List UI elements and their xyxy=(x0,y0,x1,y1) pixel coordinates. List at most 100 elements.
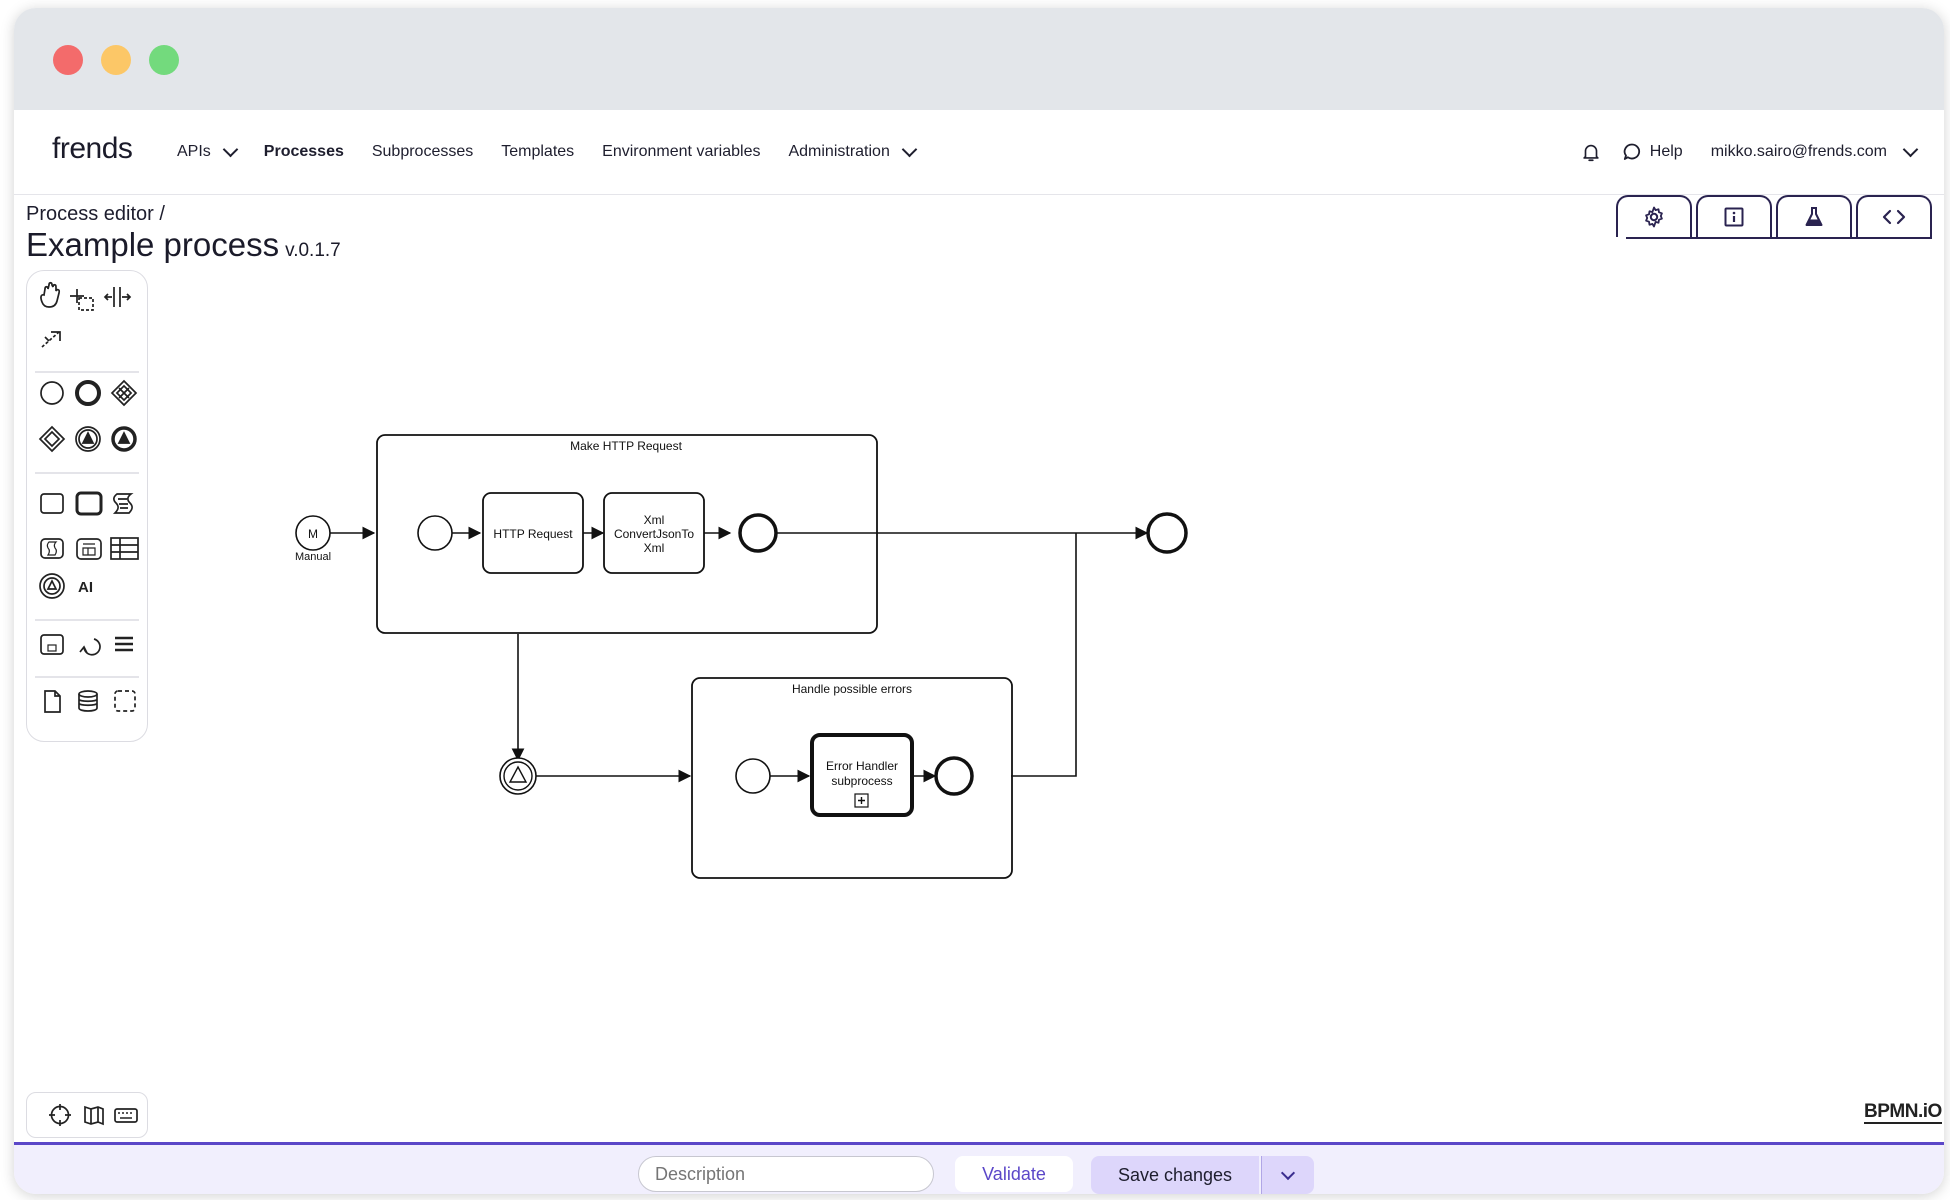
task-label: HTTP Request xyxy=(493,527,573,541)
nav-apis-label: APIs xyxy=(177,143,211,160)
error-intermediate-event[interactable] xyxy=(499,757,537,795)
tab-info[interactable] xyxy=(1696,195,1772,237)
map-icon[interactable] xyxy=(84,1105,104,1126)
app-window: frends APIs Processes Subprocesses Templ… xyxy=(14,8,1944,1194)
nav-right: Help mikko.sairo@frends.com xyxy=(1580,110,1919,194)
subprocess-title: Make HTTP Request xyxy=(570,439,682,453)
keyboard-icon[interactable] xyxy=(114,1108,138,1123)
save-options-dropdown[interactable] xyxy=(1261,1156,1314,1194)
nav-administration-label: Administration xyxy=(788,143,890,160)
tab-underline xyxy=(1626,237,1932,239)
nav-templates-label: Templates xyxy=(501,143,575,160)
palette-tools: AI xyxy=(35,281,139,713)
description-input[interactable] xyxy=(638,1156,934,1192)
task-label: Xml xyxy=(644,541,665,555)
flask-icon xyxy=(1805,207,1823,226)
data-store-tool-icon[interactable] xyxy=(78,690,98,712)
maximize-window-button[interactable] xyxy=(149,45,179,75)
tab-test[interactable] xyxy=(1776,195,1852,237)
minimize-window-button[interactable] xyxy=(101,45,131,75)
footer-bar: Validate Save changes xyxy=(14,1142,1944,1194)
bell-icon[interactable] xyxy=(1580,141,1602,163)
call-activity-error-handler[interactable]: Error Handler subprocess xyxy=(810,733,914,817)
gear-icon xyxy=(1645,206,1663,228)
global-connect-tool-icon[interactable] xyxy=(41,331,61,348)
start-event-marker: M xyxy=(308,527,318,541)
manual-start-event[interactable]: M Manual xyxy=(295,515,331,563)
main-nav: APIs Processes Subprocesses Templates En… xyxy=(177,110,943,194)
tab-code[interactable] xyxy=(1856,195,1932,237)
nav-environment-variables[interactable]: Environment variables xyxy=(602,143,760,161)
group-tool-icon[interactable] xyxy=(114,690,136,712)
end-event-tool-icon[interactable] xyxy=(75,380,101,406)
nav-environment-variables-label: Environment variables xyxy=(602,143,761,160)
data-object-tool-icon[interactable] xyxy=(44,690,61,713)
nav-templates[interactable]: Templates xyxy=(501,143,574,161)
task-http-request[interactable]: HTTP Request xyxy=(482,492,584,574)
info-icon xyxy=(1724,207,1744,227)
start-event-label: Manual xyxy=(295,551,331,563)
menu-tool-icon[interactable] xyxy=(115,636,133,652)
subprocess-make-http-request[interactable]: Make HTTP Request xyxy=(376,434,878,634)
nav-subprocesses[interactable]: Subprocesses xyxy=(372,143,473,161)
call-activity-tool-icon[interactable] xyxy=(39,573,65,599)
breadcrumb[interactable]: Process editor / xyxy=(26,203,165,225)
task-label: ConvertJsonTo xyxy=(614,527,694,541)
canvas-bottom-tools xyxy=(26,1092,148,1138)
user-menu[interactable]: mikko.sairo@frends.com xyxy=(1710,141,1919,161)
save-changes-button[interactable]: Save changes xyxy=(1091,1156,1259,1194)
inner-end-event[interactable] xyxy=(934,756,974,796)
nav-processes-label: Processes xyxy=(263,143,344,160)
nav-processes[interactable]: Processes xyxy=(264,143,344,161)
user-email: mikko.sairo@frends.com xyxy=(1710,143,1887,160)
bpmn-io-watermark[interactable]: BPMN.iO xyxy=(1864,1101,1942,1124)
exclusive-gateway-tool-icon[interactable] xyxy=(110,379,138,407)
signal-end-event-tool-icon[interactable] xyxy=(111,426,137,452)
close-window-button[interactable] xyxy=(53,45,83,75)
end-event[interactable] xyxy=(1146,512,1188,554)
nav-administration[interactable]: Administration xyxy=(788,141,918,161)
form-task-tool-icon[interactable] xyxy=(76,538,102,560)
frends-logo[interactable]: frends xyxy=(52,132,133,165)
tool-palette: AI xyxy=(26,270,148,742)
loop-tool-icon[interactable] xyxy=(79,638,101,656)
gateway-tool-icon[interactable] xyxy=(38,425,66,453)
bottom-tools-icons xyxy=(49,1104,138,1126)
help-link[interactable]: Help xyxy=(1622,142,1683,162)
script-tool-icon[interactable] xyxy=(40,538,64,559)
subprocess-collapsed-tool-icon[interactable] xyxy=(40,634,64,655)
code-icon xyxy=(1882,209,1906,225)
lasso-tool-icon[interactable] xyxy=(70,289,94,311)
bpmn-canvas: M Manual Make HTTP Request HTTP Request … xyxy=(295,434,1188,879)
tab-settings[interactable] xyxy=(1616,195,1692,237)
start-event-tool-icon[interactable] xyxy=(40,381,64,405)
subprocess-title: Handle possible errors xyxy=(792,682,912,696)
script-task-tool-icon[interactable] xyxy=(112,493,134,514)
task-label: subprocess xyxy=(831,774,892,788)
ai-tool-icon[interactable]: AI xyxy=(78,579,93,596)
task-label: Error Handler xyxy=(826,759,898,773)
subprocess-handle-possible-errors[interactable]: Handle possible errors xyxy=(691,677,1013,879)
center-view-icon[interactable] xyxy=(49,1104,71,1126)
task-label: Xml xyxy=(644,513,665,527)
task-tool-icon[interactable] xyxy=(40,493,64,514)
table-tool-icon[interactable] xyxy=(110,537,139,560)
process-name: Example process xyxy=(26,226,280,263)
intermediate-throw-event-tool-icon[interactable] xyxy=(75,426,101,452)
space-tool-icon[interactable] xyxy=(103,287,132,307)
sequence-flow[interactable] xyxy=(1011,533,1077,777)
task-xml-convert[interactable]: Xml ConvertJsonTo Xml xyxy=(603,492,705,574)
title-bar xyxy=(14,8,1944,110)
expand-marker-icon xyxy=(854,793,869,808)
inner-start-event[interactable] xyxy=(417,515,453,551)
inner-start-event[interactable] xyxy=(735,758,771,794)
inner-end-event[interactable] xyxy=(738,513,778,553)
nav-apis[interactable]: APIs xyxy=(177,141,239,161)
chevron-down-icon xyxy=(1280,1165,1296,1180)
hand-tool-icon[interactable] xyxy=(40,281,61,308)
help-icon xyxy=(1623,143,1640,160)
validate-button[interactable]: Validate xyxy=(955,1156,1073,1192)
side-panel-tabs xyxy=(1612,195,1932,237)
subprocess-tool-icon[interactable] xyxy=(75,491,103,516)
